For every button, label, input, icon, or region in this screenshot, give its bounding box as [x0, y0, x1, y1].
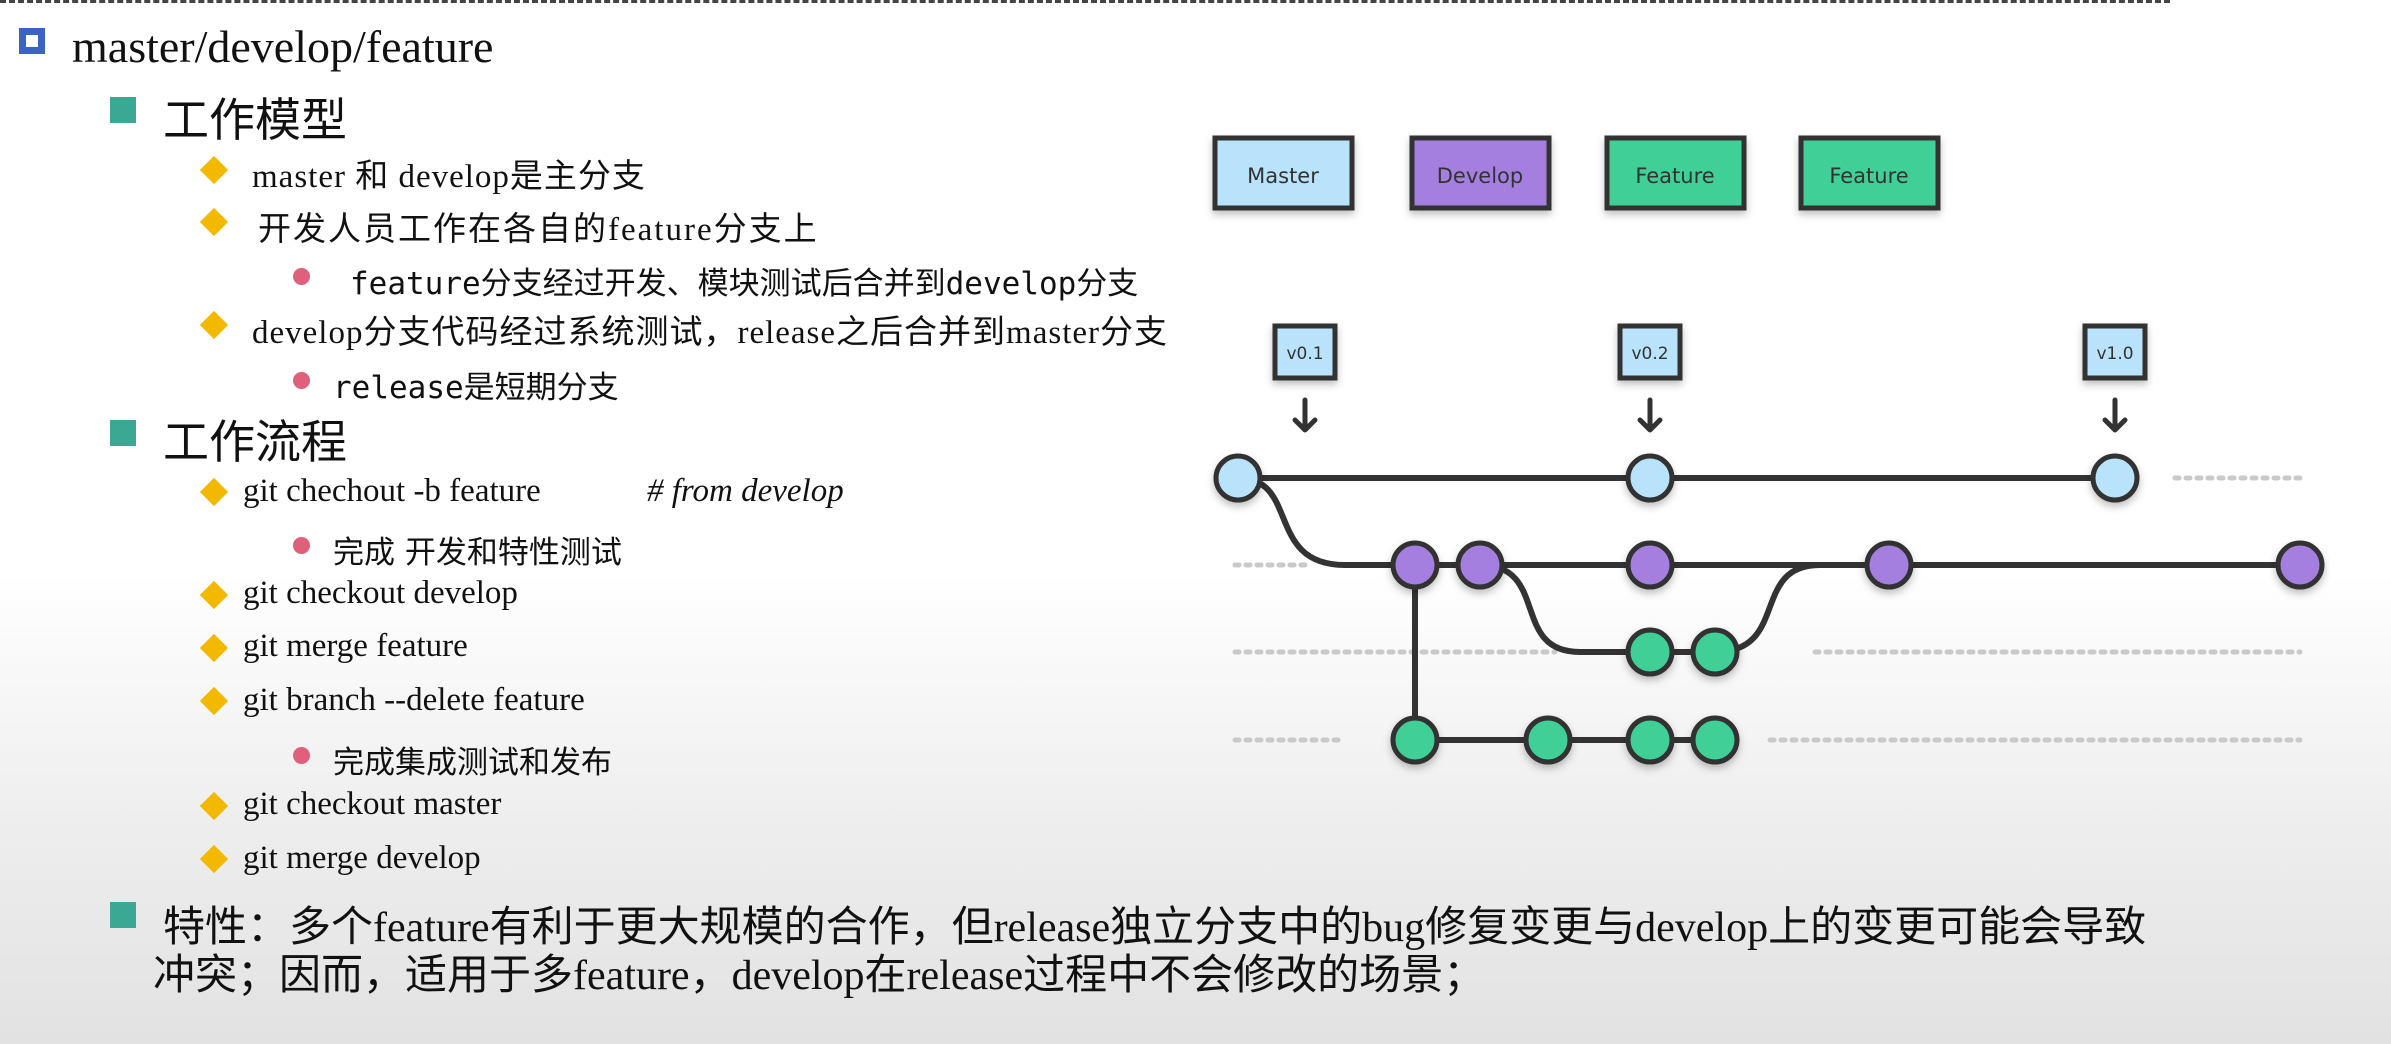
flow-command: git chechout -b feature — [243, 473, 541, 509]
legend-label: Feature — [1829, 164, 1908, 188]
pink-dot-bullet-icon — [293, 537, 310, 554]
feature-commit — [1523, 715, 1573, 765]
develop-commit — [1864, 540, 1914, 590]
diamond-bullet-icon — [199, 686, 229, 716]
legend-feature-box: Feature — [1604, 135, 1747, 211]
model-subitem: feature分支经过开发、模块测试后合并到develop分支 — [350, 266, 1139, 302]
legend-label: Master — [1247, 164, 1319, 188]
flow-command: git branch --delete feature — [243, 682, 585, 718]
model-item: 开发人员工作在各自的feature分支上 — [258, 212, 819, 248]
flow-command: git checkout develop — [243, 575, 518, 611]
flow-heading: 工作流程 — [163, 417, 347, 468]
develop-commit — [1390, 540, 1440, 590]
legend-feature-box: Feature — [1798, 135, 1941, 211]
slide-title: master/develop/feature — [72, 21, 494, 72]
pink-dot-bullet-icon — [293, 268, 310, 285]
flow-command: git checkout master — [243, 786, 502, 822]
master-commit — [1213, 453, 1263, 503]
master-commit — [2090, 453, 2140, 503]
feature-note-line2: 冲突；因而，适用于多feature，develop在release过程中不会修改… — [153, 953, 1486, 999]
diamond-bullet-icon — [199, 155, 229, 185]
flow-command-comment: # from develop — [647, 473, 844, 509]
feature-commit — [1390, 715, 1440, 765]
diamond-bullet-icon — [199, 580, 229, 610]
diamond-bullet-icon — [199, 207, 229, 237]
legend-master-box: Master — [1212, 135, 1355, 211]
teal-square-bullet-icon — [110, 97, 136, 123]
down-arrow-icon — [2102, 397, 2128, 433]
version-tag-label: v0.1 — [1286, 344, 1323, 364]
feature-commit — [1625, 627, 1675, 677]
flow-command: git merge feature — [243, 628, 468, 664]
down-arrow-icon — [1637, 397, 1663, 433]
hollow-square-bullet-icon — [19, 28, 45, 54]
top-dashed-border — [0, 0, 2170, 3]
teal-square-bullet-icon — [110, 420, 136, 446]
flow-command: git merge develop — [243, 840, 481, 876]
feature-note-line1: 特性：多个feature有利于更大规模的合作，但release独立分支中的bug… — [163, 905, 2147, 951]
flow-subitem: 完成集成测试和发布 — [333, 745, 612, 781]
diamond-bullet-icon — [199, 310, 229, 340]
diamond-bullet-icon — [199, 477, 229, 507]
legend-develop-box: Develop — [1409, 135, 1552, 211]
model-item: develop分支代码经过系统测试，release之后合并到master分支 — [252, 315, 1169, 351]
master-commit — [1625, 453, 1675, 503]
teal-square-bullet-icon — [110, 902, 136, 928]
feature-commit — [1690, 715, 1740, 765]
version-tag: v1.0 — [2082, 323, 2148, 381]
model-subitem: release是短期分支 — [333, 370, 619, 406]
version-tag: v0.2 — [1617, 323, 1683, 381]
pink-dot-bullet-icon — [293, 747, 310, 764]
develop-commit — [1455, 540, 1505, 590]
version-tag-label: v1.0 — [2096, 344, 2133, 364]
flow-subitem: 完成 开发和特性测试 — [333, 535, 622, 571]
feature-commit — [1690, 627, 1740, 677]
git-branch-diagram: Master Develop Feature Feature v0.1 v0.2… — [1212, 135, 2325, 765]
model-item: master 和 develop是主分支 — [252, 159, 646, 195]
develop-commit — [2275, 540, 2325, 590]
legend-label: Feature — [1635, 164, 1714, 188]
version-tag: v0.1 — [1272, 323, 1338, 381]
pink-dot-bullet-icon — [293, 372, 310, 389]
down-arrow-icon — [1292, 397, 1318, 433]
diamond-bullet-icon — [199, 791, 229, 821]
legend-label: Develop — [1437, 164, 1523, 188]
feature-commit — [1625, 715, 1675, 765]
diamond-bullet-icon — [199, 633, 229, 663]
model-heading: 工作模型 — [163, 95, 347, 146]
version-tag-label: v0.2 — [1631, 344, 1668, 364]
diamond-bullet-icon — [199, 844, 229, 874]
develop-commit — [1625, 540, 1675, 590]
